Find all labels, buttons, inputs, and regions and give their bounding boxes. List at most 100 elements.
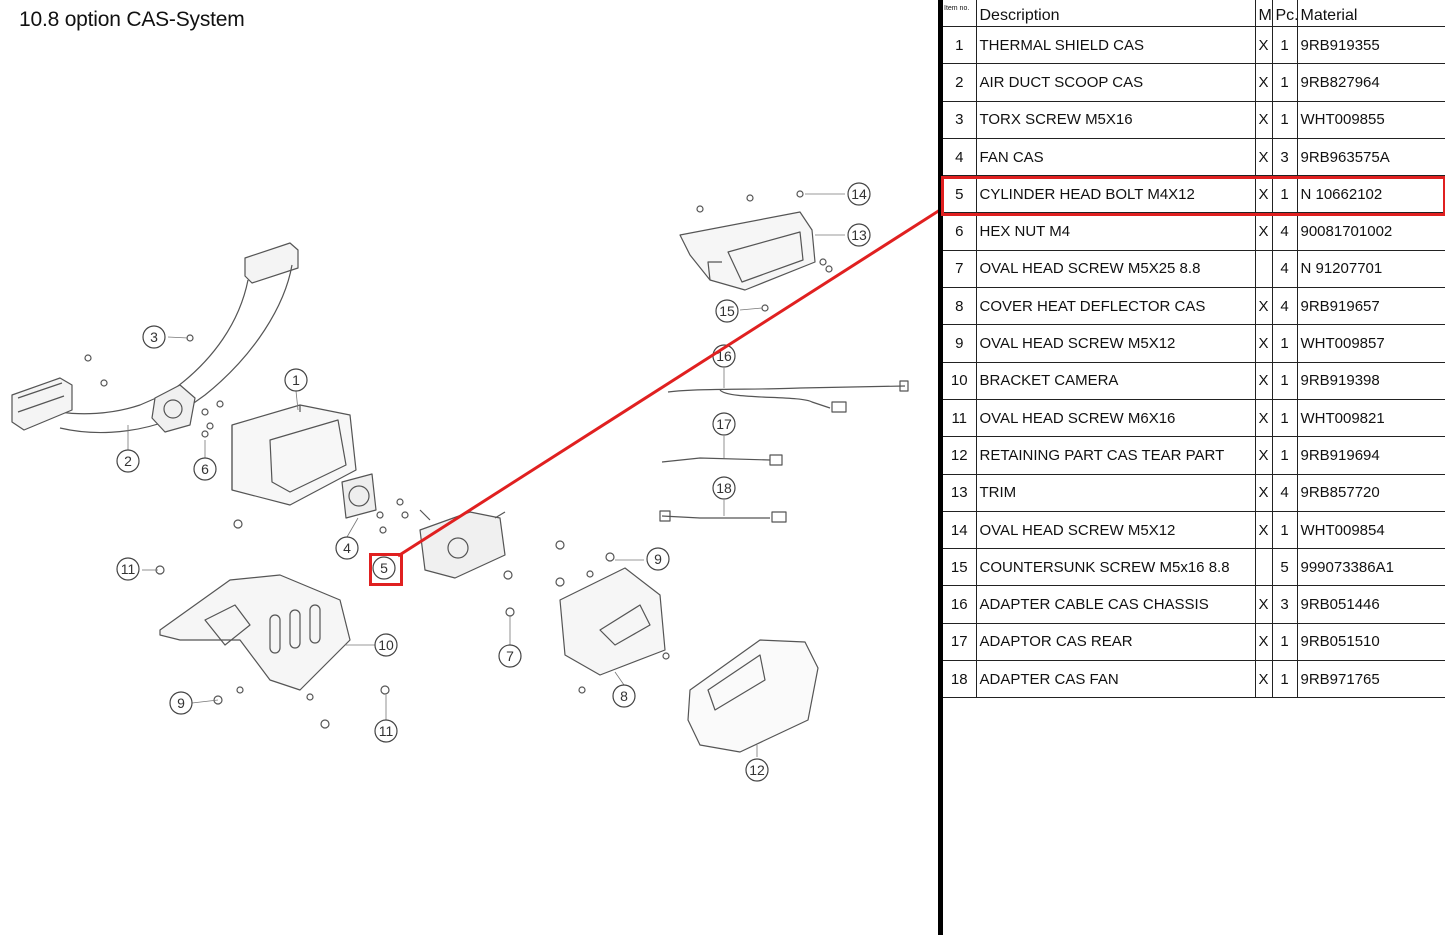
cell-m: X (1254, 510, 1273, 550)
cell-item-no: 4 (943, 137, 977, 177)
cell-pc: 4 (1271, 212, 1298, 251)
cell-description: COUNTERSUNK SCREW M5x16 8.8 (975, 548, 1256, 587)
cell-material: 9RB919657 (1296, 287, 1445, 326)
cell-item-no: 18 (943, 660, 977, 699)
cell-item-no: 11 (943, 398, 977, 438)
cell-m: X (1254, 473, 1273, 512)
cell-pc: 1 (1271, 63, 1298, 102)
cell-pc: 1 (1271, 436, 1298, 475)
cell-description: OVAL HEAD SCREW M5X25 8.8 (975, 249, 1256, 289)
cell-pc: 5 (1271, 548, 1298, 587)
callout-label: 9 (177, 695, 185, 711)
cables-part (659, 380, 909, 523)
cell-m: X (1254, 585, 1273, 624)
callout-label: 11 (121, 561, 136, 577)
cell-description: THERMAL SHIELD CAS (975, 25, 1256, 65)
callout-label: 4 (343, 540, 351, 556)
cell-description: TORX SCREW M5X16 (975, 100, 1256, 139)
divider (938, 0, 943, 935)
cell-material: 9RB919355 (1296, 25, 1445, 65)
cell-description: OVAL HEAD SCREW M6X16 (975, 398, 1256, 438)
cell-m: X (1254, 25, 1273, 65)
cell-m: X (1254, 100, 1273, 139)
cell-m (1254, 249, 1273, 289)
cell-pc: 1 (1271, 660, 1298, 699)
cell-m: X (1254, 622, 1273, 662)
cell-material: 9RB857720 (1296, 473, 1445, 512)
cell-description: AIR DUCT SCOOP CAS (975, 63, 1256, 102)
heat-deflector-part (559, 567, 666, 676)
cell-material: 999073386A1 (1296, 548, 1445, 587)
central-assembly-part (419, 509, 506, 579)
screws-part (84, 190, 833, 729)
cell-pc: 1 (1271, 510, 1298, 550)
cell-m: X (1254, 660, 1273, 699)
exploded-diagram: 1 2 3 4 5 6 7 8 9 9 10 11 11 12 13 14 15… (11, 182, 940, 782)
cell-pc: 4 (1271, 287, 1298, 326)
row-5-highlight-box (941, 176, 1445, 216)
cell-description: BRACKET CAMERA (975, 361, 1256, 400)
cell-m: X (1254, 436, 1273, 475)
cell-material: WHT009855 (1296, 100, 1445, 139)
cell-item-no: 15 (943, 548, 977, 587)
callout-label: 2 (124, 453, 132, 469)
cell-m: X (1254, 324, 1273, 363)
cell-item-no: 10 (943, 361, 977, 400)
cell-description: OVAL HEAD SCREW M5X12 (975, 324, 1256, 363)
cell-pc: 1 (1271, 361, 1298, 400)
cell-m: X (1254, 361, 1273, 400)
cell-material: 9RB827964 (1296, 63, 1445, 102)
cell-material: 9RB051446 (1296, 585, 1445, 624)
cell-m: X (1254, 137, 1273, 177)
cell-m: X (1254, 287, 1273, 326)
header-material: Material (1296, 0, 1445, 27)
cell-material: 9RB919398 (1296, 361, 1445, 400)
cell-pc: 4 (1271, 473, 1298, 512)
cell-item-no: 3 (943, 100, 977, 139)
cell-item-no: 12 (943, 436, 977, 475)
callout-label: 14 (851, 186, 867, 202)
callout-label: 10 (378, 637, 394, 653)
callout-label: 17 (716, 416, 732, 432)
cell-pc: 1 (1271, 622, 1298, 662)
callout-5-highlight-box (369, 553, 403, 586)
callout-label: 11 (379, 723, 394, 739)
fan-part (341, 473, 377, 519)
cell-item-no: 8 (943, 287, 977, 326)
header-m: M (1254, 0, 1273, 27)
cell-pc: 3 (1271, 585, 1298, 624)
cell-item-no: 14 (943, 510, 977, 550)
callout-label: 13 (851, 227, 867, 243)
callout-label: 5 (380, 560, 388, 576)
callout-label: 9 (654, 551, 662, 567)
callout-label: 12 (749, 762, 765, 778)
callout-label: 3 (150, 329, 158, 345)
callout-label: 18 (716, 480, 732, 496)
cell-description: RETAINING PART CAS TEAR PART (975, 436, 1256, 475)
cell-description: TRIM (975, 473, 1256, 512)
cell-material: WHT009821 (1296, 398, 1445, 438)
cell-m (1254, 548, 1273, 587)
cell-item-no: 13 (943, 473, 977, 512)
callout-label: 6 (201, 461, 209, 477)
callout-label: 8 (620, 688, 628, 704)
cell-description: HEX NUT M4 (975, 212, 1256, 251)
cell-pc: 1 (1271, 100, 1298, 139)
cell-material: 90081701002 (1296, 212, 1445, 251)
cell-description: COVER HEAT DEFLECTOR CAS (975, 287, 1256, 326)
thermal-shield-part (231, 404, 357, 506)
